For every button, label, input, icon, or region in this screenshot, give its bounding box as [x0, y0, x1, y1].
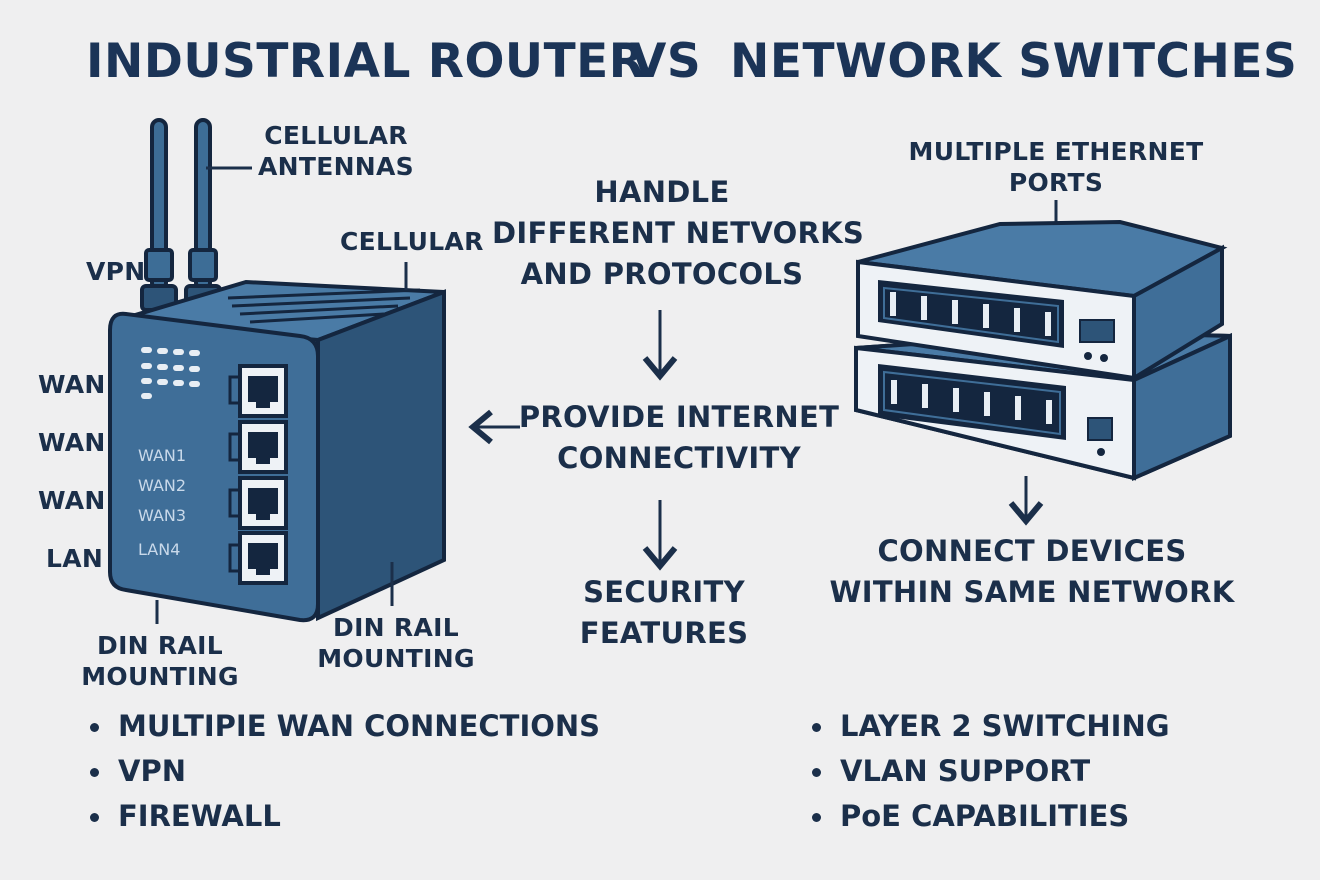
- title-network-switches: NETWORK SWITCHES: [730, 34, 1298, 89]
- label-din-rail-right: DIN RAIL MOUNTING: [316, 612, 476, 674]
- label-line: PORTS: [1008, 168, 1104, 197]
- label-connect-devices: CONNECT DEVICES WITHIN SAME NETWORK: [826, 531, 1238, 613]
- label-line: MULTIPLE ETHERNET: [908, 137, 1204, 166]
- label-line: HANDLE: [594, 175, 730, 209]
- label-line: DIN RAIL: [333, 613, 459, 642]
- label-line: DIN RAIL: [97, 631, 223, 660]
- list-item: MULTIPIE WAN CONNECTIONS: [90, 704, 600, 749]
- port-label-wan2: WAN2: [138, 476, 187, 495]
- label-handle-networks: HANDLE DIFFERENT NETVORKS AND PROTOCOLS: [492, 172, 865, 295]
- list-item: VLAN SUPPORT: [812, 749, 1170, 794]
- label-wan: WAN: [38, 370, 106, 399]
- label-line: ANTENNAS: [257, 152, 414, 181]
- label-din-rail-left: DIN RAIL MOUNTING: [80, 630, 240, 692]
- port-label-lan4: LAN4: [138, 540, 181, 559]
- label-lan: LAN: [46, 544, 104, 573]
- title-row: INDUSTRIAL ROUTER VS NETWORK SWITCHES: [0, 34, 1320, 98]
- router-leader-lines: [155, 166, 408, 624]
- label-security-features: SECURITY FEATURES: [544, 572, 784, 654]
- flow-arrows: [468, 200, 1058, 571]
- label-cellular-antennas: CELLULAR ANTENNAS: [256, 120, 416, 182]
- port-label-wan3: WAN3: [138, 506, 187, 525]
- label-line: MOUNTING: [81, 662, 239, 691]
- list-item: LAYER 2 SWITCHING: [812, 704, 1170, 749]
- label-provide-internet: PROVIDE INTERNET CONNECTIVITY: [516, 397, 842, 479]
- label-line: CELLULAR: [264, 121, 408, 150]
- industrial-router-icon: [108, 118, 446, 623]
- label-line: FEATURES: [579, 616, 749, 650]
- label-line: DIFFERENT NETVORKS: [492, 216, 865, 250]
- port-label-wan1: WAN1: [138, 446, 187, 465]
- antenna-icon: [184, 118, 222, 312]
- label-line: SECURITY: [583, 575, 745, 609]
- list-item: PoE CAPABILITIES: [812, 794, 1170, 839]
- list-item: FIREWALL: [90, 794, 600, 839]
- title-vs: VS: [630, 34, 702, 89]
- ethernet-port-icon: [228, 364, 288, 418]
- title-industrial-router: INDUSTRIAL ROUTER: [86, 34, 646, 89]
- ethernet-port-icon: [228, 476, 288, 530]
- label-line: CONNECT DEVICES: [877, 534, 1187, 568]
- list-item: VPN: [90, 749, 600, 794]
- label-cellular: CELLULAR: [340, 227, 484, 256]
- label-line: PROVIDE INTERNET: [518, 400, 840, 434]
- label-multiple-ethernet-ports: MULTIPLE ETHERNET PORTS: [886, 136, 1226, 198]
- network-switch-icon: [854, 219, 1232, 482]
- label-wan: WAN: [38, 428, 106, 457]
- antenna-icon: [140, 118, 178, 312]
- ethernet-port-icon: [228, 420, 288, 474]
- label-line: MOUNTING: [317, 644, 475, 673]
- label-line: WITHIN SAME NETWORK: [829, 575, 1235, 609]
- router-feature-list: MULTIPIE WAN CONNECTIONS VPN FIREWALL: [90, 704, 600, 839]
- ethernet-port-icon: [228, 531, 288, 585]
- switch-feature-list: LAYER 2 SWITCHING VLAN SUPPORT PoE CAPAB…: [812, 704, 1170, 839]
- label-vpn: VPN: [86, 257, 146, 286]
- label-wan: WAN: [38, 486, 106, 515]
- label-line: CONNECTIVITY: [557, 441, 801, 475]
- label-line: AND PROTOCOLS: [520, 257, 804, 291]
